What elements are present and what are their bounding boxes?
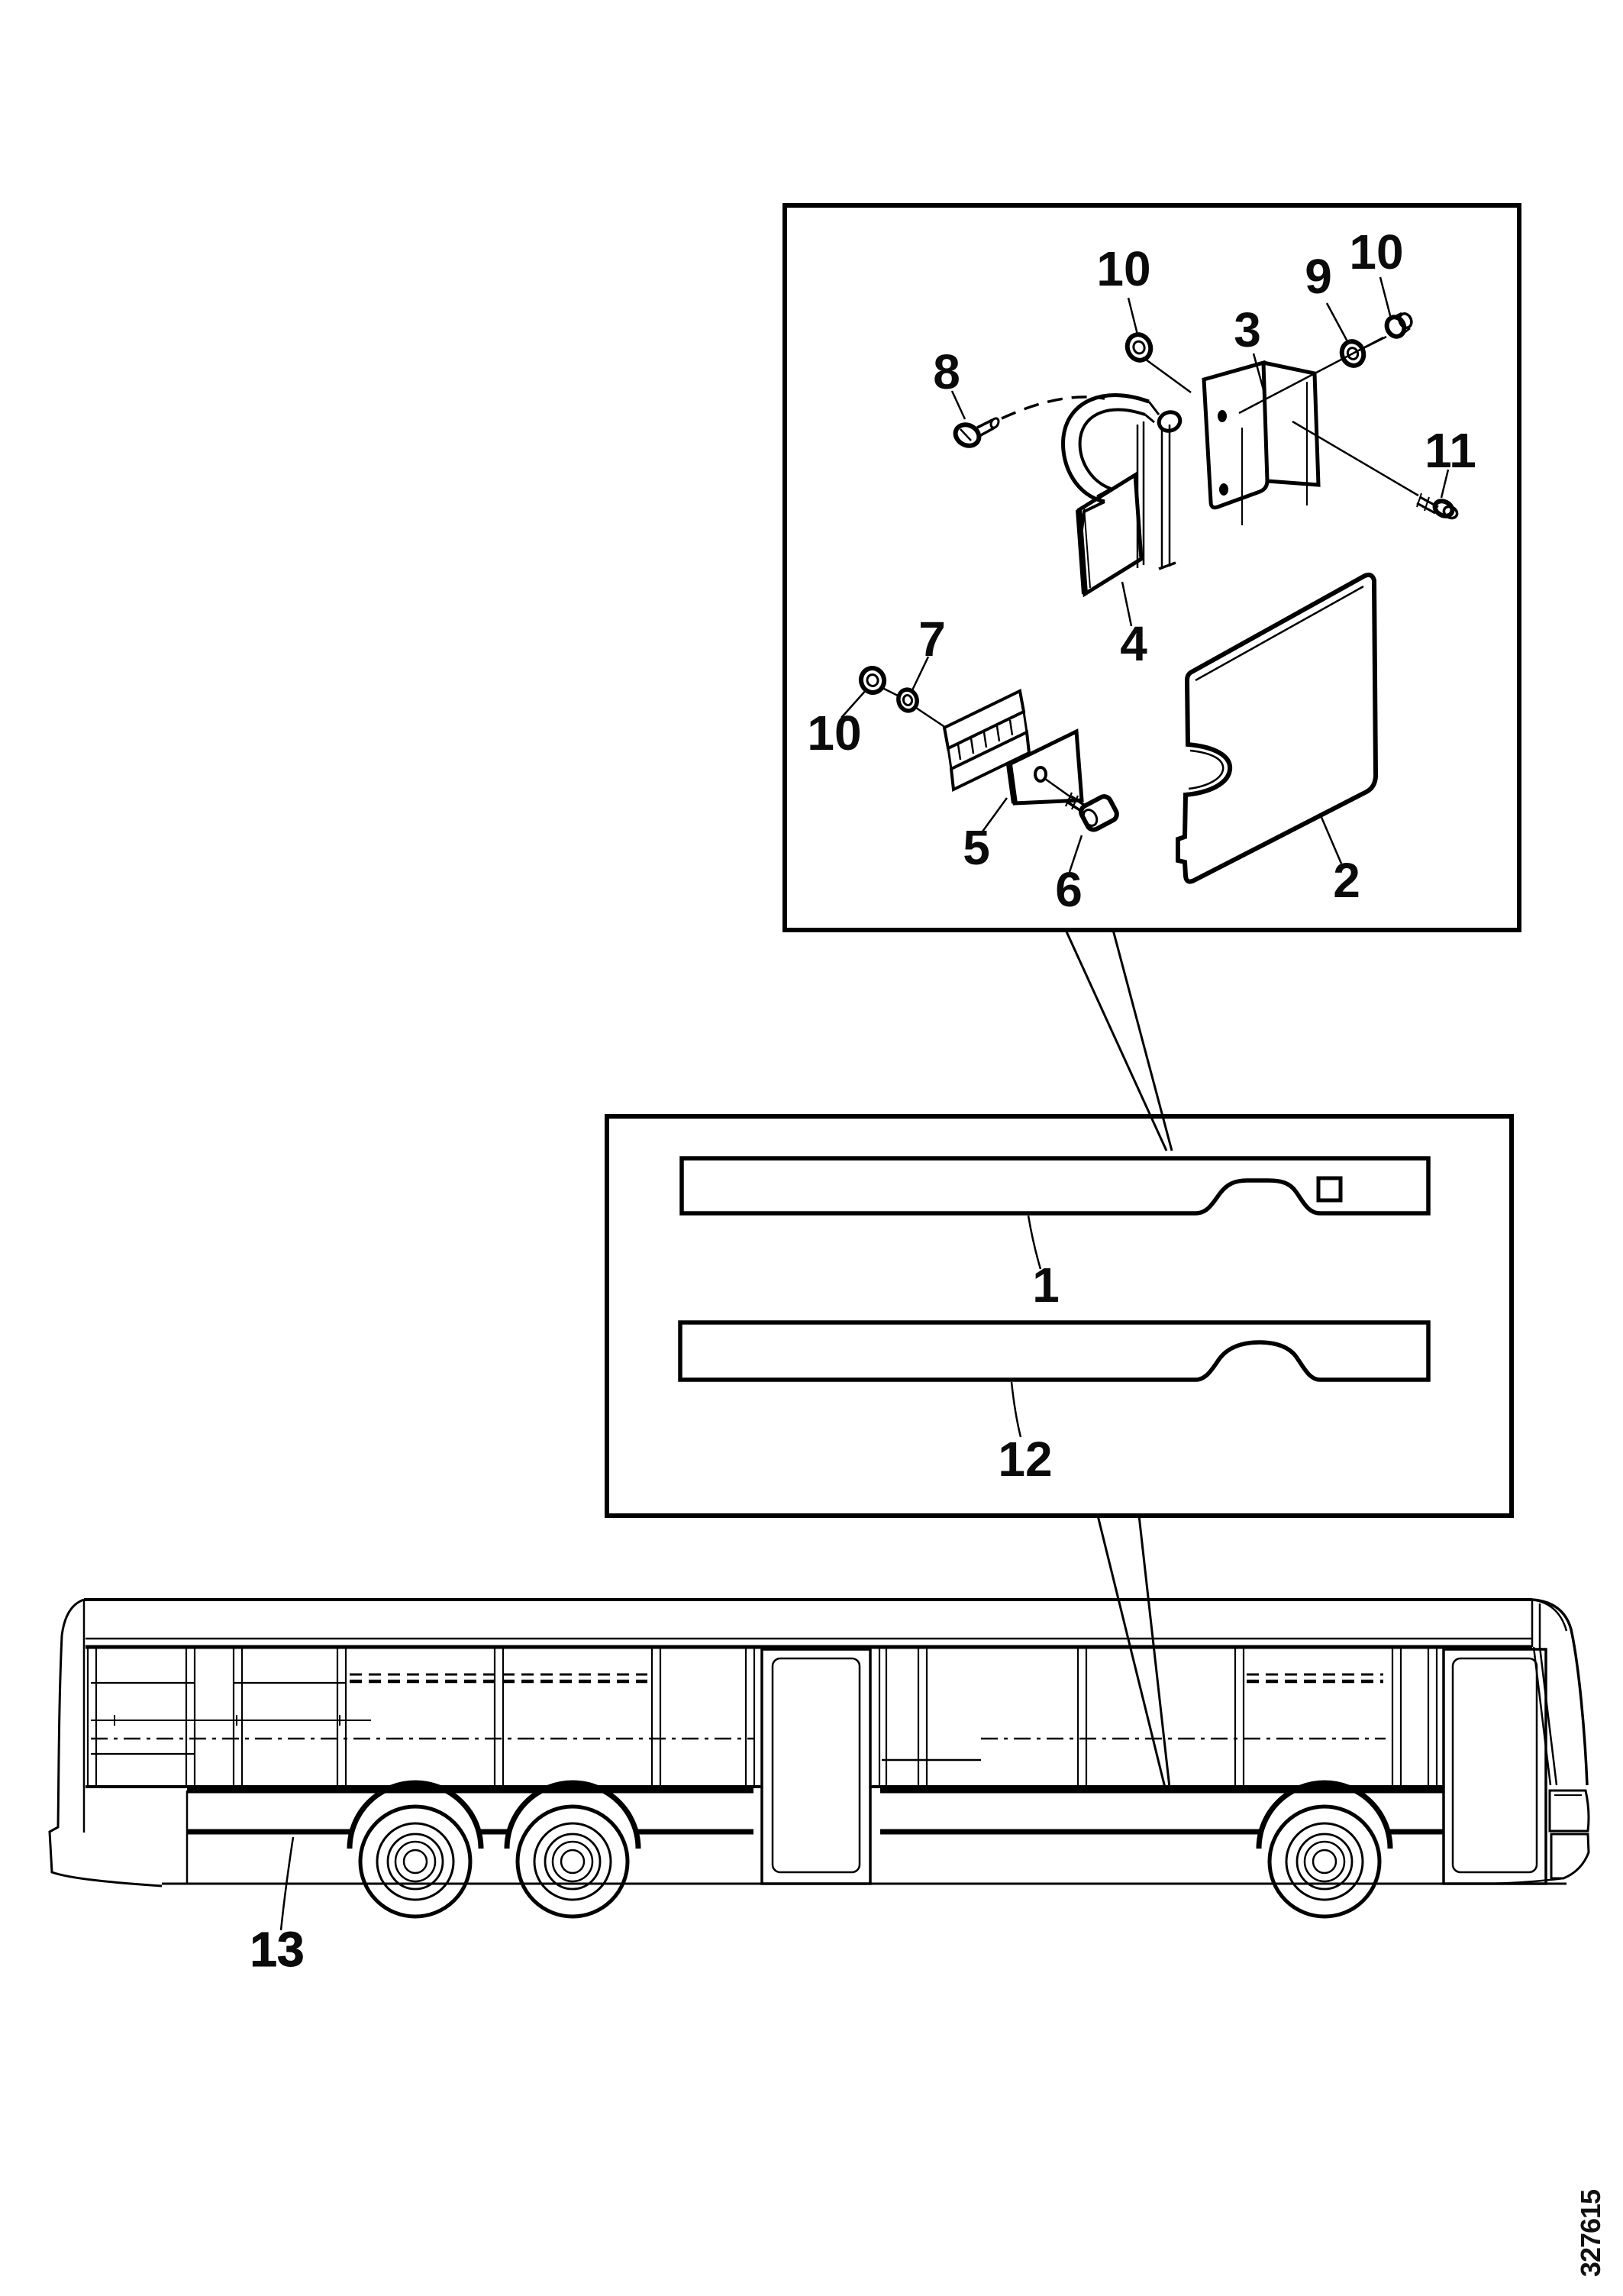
washer-7 [896,687,919,713]
bolt-6 [1064,792,1119,832]
callout-4: 4 [1120,616,1147,671]
callout-9: 9 [1305,249,1332,304]
callout-11: 11 [1425,423,1476,478]
callout-1: 1 [1032,1258,1060,1313]
callout-10-left: 10 [807,706,861,760]
window-pillars [86,1647,1438,1787]
strips-box-frame [605,1114,1514,1518]
callout-13: 13 [250,1922,304,1977]
front-bumper [1550,1833,1590,1880]
bus-body-outline [48,1598,1589,1887]
screw-10-right [1384,312,1413,339]
rear-wheel-1 [358,1804,473,1919]
callout-leaders [841,276,1450,873]
headlight [1548,1789,1590,1833]
part-3-bracket [1202,360,1321,525]
wheel-arches [347,1780,1393,1849]
front-door [1442,1648,1547,1885]
callout-2: 2 [1333,853,1360,908]
callout-12: 12 [998,1432,1052,1487]
callout-10-right: 10 [1349,224,1403,279]
part-1-strip [679,1156,1431,1216]
washer-10-left [858,666,887,695]
bolt-11 [1416,492,1459,520]
exploded-view: 10 9 10 3 8 11 4 7 10 5 6 2 [807,224,1476,917]
bus-window-band [86,1600,1558,1788]
wheels [358,1804,1382,1919]
connector-strips-to-bus [1096,1515,1171,1788]
callout-5: 5 [963,820,990,875]
callout-6: 6 [1055,862,1083,917]
detail-box-frame [782,203,1521,932]
rear-wheel-2 [515,1804,630,1919]
callout-10-top: 10 [1096,241,1150,296]
washer-10-top [1124,332,1154,363]
part-4-clamp [1061,393,1183,598]
part-12-strip [678,1320,1431,1382]
fastener-axis-lines [880,335,1419,799]
callout-3: 3 [1234,302,1261,357]
callout-13-leader [279,1836,295,1931]
channel-piece [942,689,1031,793]
connector-detail-to-strips [1064,929,1173,1151]
front-wheel [1267,1804,1382,1919]
front-end-details [1488,1789,1590,1885]
bus-skirt-panels [186,1787,1444,1884]
bus-side-view: 13 [48,1598,1590,1978]
callout-7: 7 [918,612,946,667]
interior-structure-lines [91,1673,1386,1762]
strip-leaders [1010,1215,1042,1438]
strip-panels: 1 12 [678,1156,1431,1487]
part-2-panel [1176,572,1379,884]
bolt-8 [953,396,1105,448]
middle-door [760,1648,872,1885]
drawing-number: 327615 [1575,2189,1606,2277]
callout-8: 8 [933,344,960,399]
part-5-plate [1006,728,1084,806]
